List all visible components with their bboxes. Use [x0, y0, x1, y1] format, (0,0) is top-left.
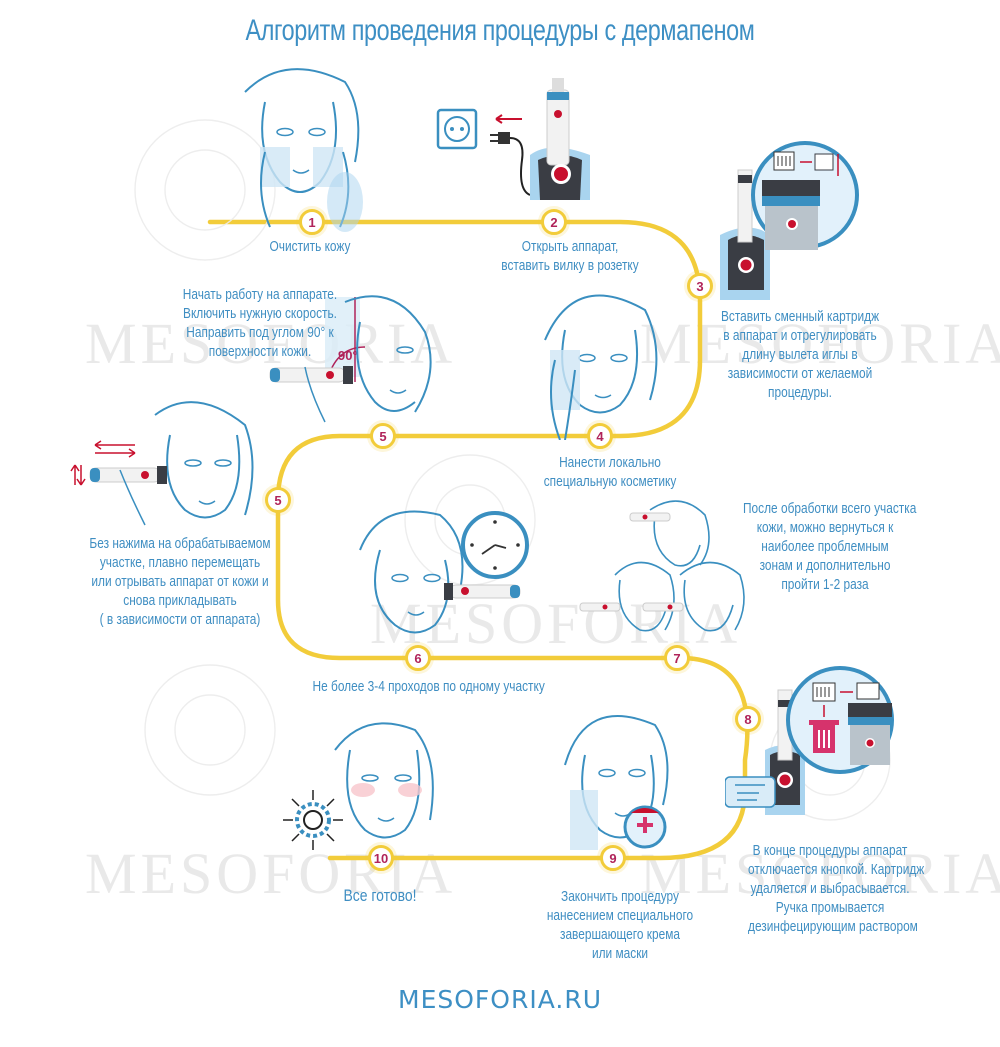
caption-line: Открыть аппарат,	[521, 239, 619, 255]
angle-label: 90°	[338, 348, 358, 363]
device-movement-illustration	[70, 401, 254, 526]
caption-line: Ручка промывается	[775, 900, 885, 916]
step-marker-4: 4	[587, 423, 613, 449]
caption-line: ( в зависимости от аппарата)	[99, 612, 261, 628]
cream-jar-icon	[623, 805, 667, 849]
sun-ornament-icon	[283, 790, 343, 850]
site-url: MESOFORIA.RU	[398, 985, 602, 1014]
step-caption-5b: Без нажима на обрабатываемом участке, пл…	[82, 535, 279, 630]
cartridge-disposal-illustration	[725, 666, 894, 815]
caption-line: Начать работу на аппарате.	[182, 287, 338, 303]
caption-line: зонам и дополнительно	[759, 558, 891, 574]
step-caption-6: Не более 3-4 проходов по одному участку	[312, 678, 545, 697]
caption-line: Направить под углом 90° к	[186, 325, 334, 341]
step-marker-2: 2	[541, 209, 567, 235]
caption-line: нанесением специального	[546, 908, 694, 924]
caption-line: в аппарат и отрегулировать	[723, 328, 877, 344]
caption-line: пройти 1-2 раза	[781, 577, 869, 593]
caption-line: или маски	[591, 946, 649, 962]
caption-line: дезинфецирующим раствором	[748, 919, 918, 935]
caption-line: Без нажима на обрабатываемом	[89, 536, 271, 552]
caption-line: Все готово!	[343, 886, 417, 905]
page-title: Алгоритм проведения процедуры с дермапен…	[245, 14, 755, 47]
caption-line: наиболее проблемным	[761, 539, 889, 555]
caption-line: Нанести локально	[559, 455, 661, 471]
caption-line: Закончить процедуру	[561, 889, 679, 905]
apply-cosmetic-illustration	[544, 294, 658, 440]
finished-face-illustration	[283, 722, 434, 850]
step-caption-2: Открыть аппарат, вставить вилку в розетк…	[488, 238, 652, 276]
device-socket-illustration	[436, 78, 590, 200]
step-caption-3: Вставить сменный картридж в аппарат и от…	[718, 308, 882, 403]
caption-line: удаляется и выбрасывается.	[750, 881, 910, 897]
step-marker-8: 8	[735, 706, 761, 732]
caption-line: завершающего крема	[559, 927, 681, 943]
caption-line: процедуры.	[768, 385, 832, 401]
power-plug-icon	[490, 132, 510, 144]
trash-bin-icon	[809, 720, 839, 753]
clock-icon	[461, 511, 529, 579]
step-marker-7: 7	[664, 645, 690, 671]
caption-line: Не более 3-4 проходов по одному участку	[312, 679, 545, 695]
pointing-hand-icon	[725, 776, 776, 808]
step-caption-1: Очистить кожу	[261, 238, 359, 257]
step-caption-7: После обработки всего участка кожи, можн…	[743, 500, 917, 595]
caption-line: поверхности кожи.	[208, 344, 312, 360]
caption-line: вставить вилку в розетку	[501, 258, 639, 274]
caption-line: специальную косметику	[543, 474, 677, 490]
passes-illustration	[359, 510, 529, 634]
step-marker-5b: 5	[265, 487, 291, 513]
power-socket-icon	[436, 108, 478, 150]
caption-line: участке, плавно перемещать	[99, 555, 261, 571]
caption-line: отключается кнопкой. Картридж	[748, 862, 925, 878]
caption-line: Вставить сменный картридж	[720, 309, 880, 325]
caption-line: Очистить кожу	[269, 239, 351, 255]
step-marker-9: 9	[600, 845, 626, 871]
finishing-cream-illustration	[564, 715, 669, 850]
step-caption-10: Все готово!	[339, 886, 421, 905]
step-caption-5: Начать работу на аппарате. Включить нужн…	[178, 286, 342, 362]
step-caption-4: Нанести локально специальную косметику	[536, 454, 684, 492]
caption-line: зависимости от желаемой	[727, 366, 873, 382]
step-caption-8: В конце процедуры аппарат отключается кн…	[748, 842, 925, 937]
caption-line: снова прикладывать	[123, 593, 237, 609]
caption-line: кожи, можно вернуться к	[756, 520, 894, 536]
step-marker-10: 10	[368, 845, 394, 871]
step-marker-1: 1	[299, 209, 325, 235]
needle-cartridge-icon	[773, 151, 795, 171]
caption-line: Включить нужную скорость.	[183, 306, 337, 322]
step-marker-3: 3	[687, 273, 713, 299]
caption-line: В конце процедуры аппарат	[752, 843, 908, 859]
dermapen-device-icon	[530, 78, 590, 200]
caption-line: После обработки всего участка	[743, 501, 917, 517]
cartridge-insert-illustration	[720, 141, 859, 300]
step-marker-5: 5	[370, 423, 396, 449]
face-cleansing-illustration	[244, 68, 363, 232]
repeat-passes-illustration	[579, 500, 745, 632]
device-angle-illustration: 90°	[269, 295, 432, 423]
step-marker-6: 6	[405, 645, 431, 671]
step-caption-9: Закончить процедуру нанесением специальн…	[546, 888, 694, 964]
caption-line: длину вылета иглы в	[742, 347, 858, 363]
caption-line: или отрывать аппарат от кожи и	[91, 574, 269, 590]
